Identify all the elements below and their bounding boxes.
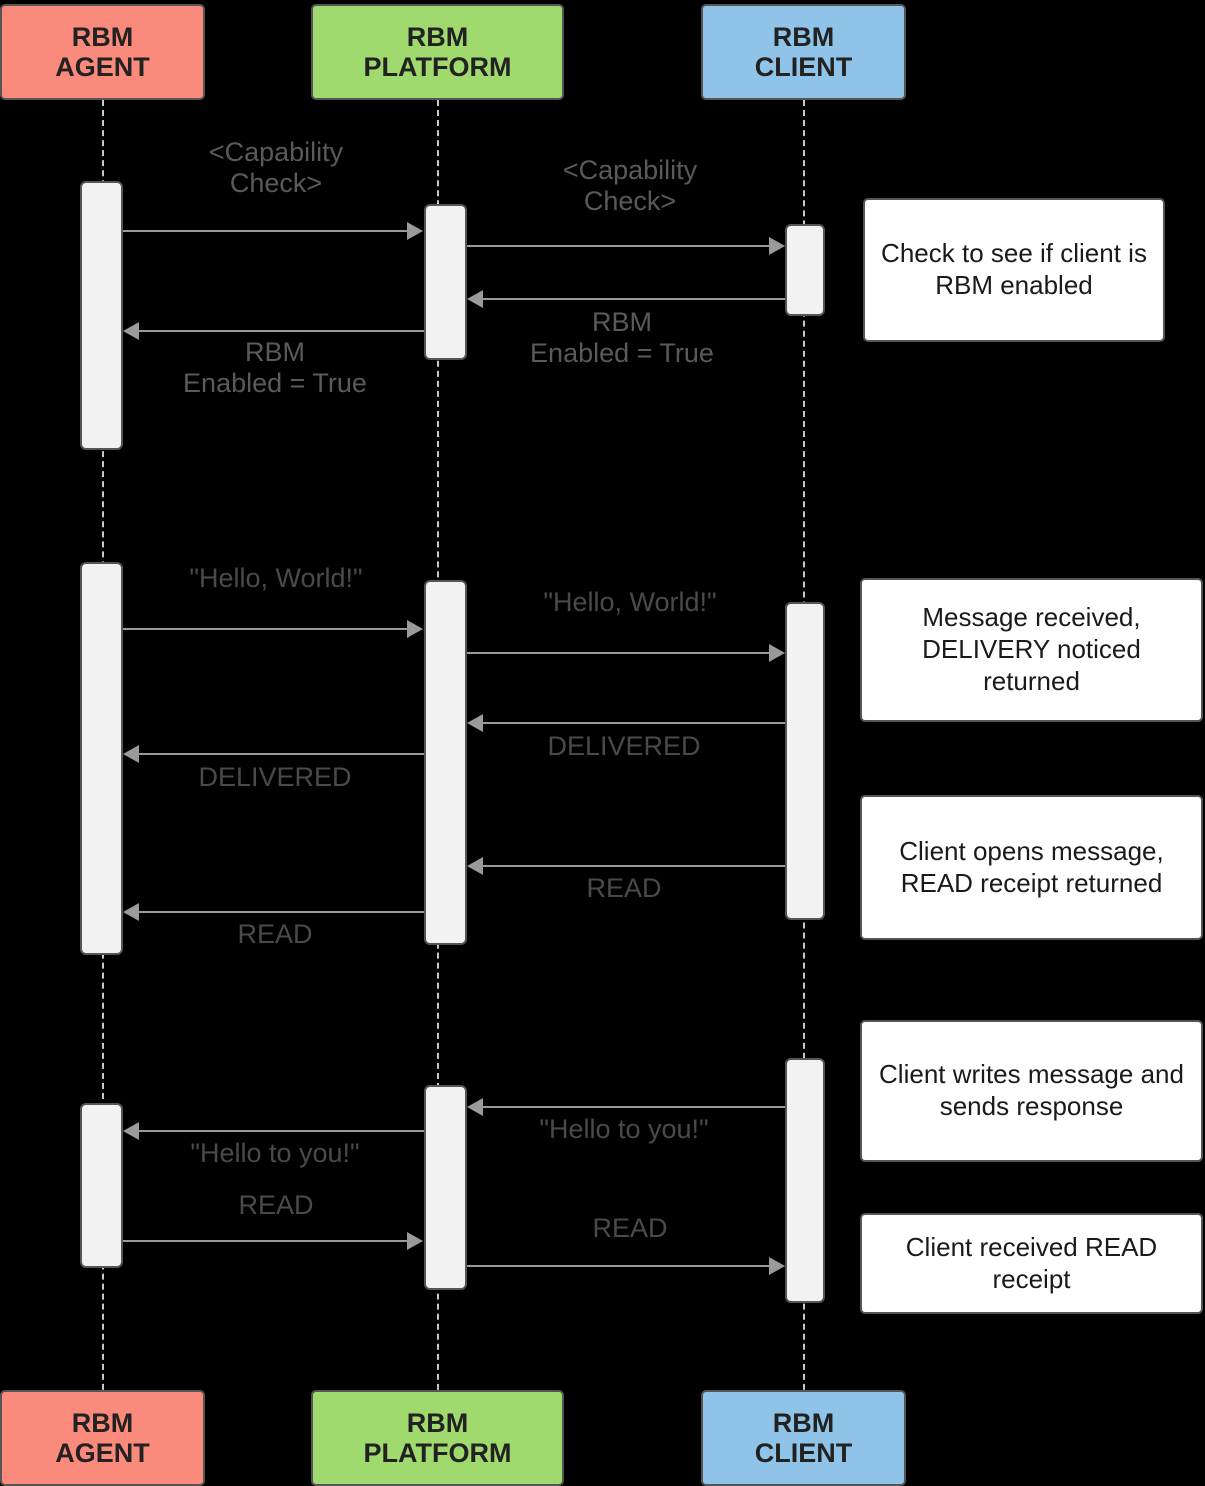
lifeline-footer-client[interactable]: RBM CLIENT (701, 1390, 906, 1486)
message-label-m3: RBM Enabled = True (530, 307, 714, 369)
message-line-m11 (483, 1106, 785, 1108)
message-line-m2 (467, 245, 770, 247)
message-label-m2: <Capability Check> (562, 155, 698, 217)
message-line-m10 (139, 911, 424, 913)
message-line-m3 (483, 298, 785, 300)
arrow-head-m11 (467, 1098, 483, 1116)
activation-bar-platform-3 (424, 1085, 467, 1290)
lifeline-footer-platform[interactable]: RBM PLATFORM (311, 1390, 564, 1486)
message-label-m14: READ (592, 1213, 668, 1243)
activation-bar-client-1 (785, 224, 825, 316)
arrow-head-m13 (407, 1232, 423, 1250)
arrow-head-m4 (123, 322, 139, 340)
message-line-m13 (123, 1240, 409, 1242)
message-line-m6 (467, 652, 770, 654)
activation-bar-agent-1 (80, 181, 123, 450)
arrow-head-m14 (769, 1257, 785, 1275)
message-line-m4 (139, 330, 424, 332)
arrow-head-m3 (467, 290, 483, 308)
lifeline-header-platform[interactable]: RBM PLATFORM (311, 4, 564, 100)
message-label-m5: "Hello, World!" (189, 563, 363, 593)
note-client-received-read-receipt[interactable]: Client received READ receipt (860, 1213, 1203, 1314)
message-label-m11: "Hello to you!" (539, 1114, 709, 1144)
lifeline-header-client[interactable]: RBM CLIENT (701, 4, 906, 100)
message-label-m6: "Hello, World!" (543, 587, 717, 617)
message-line-m9 (483, 865, 785, 867)
note-check-rbm-enabled[interactable]: Check to see if client is RBM enabled (863, 198, 1165, 342)
arrow-head-m10 (123, 903, 139, 921)
message-label-m7: DELIVERED (547, 731, 701, 761)
message-label-m8: DELIVERED (198, 762, 352, 792)
lifeline-header-agent[interactable]: RBM AGENT (0, 4, 205, 100)
note-client-writes-message[interactable]: Client writes message and sends response (860, 1020, 1203, 1162)
activation-bar-client-3 (785, 1058, 825, 1303)
message-label-m12: "Hello to you!" (190, 1138, 360, 1168)
arrow-head-m8 (123, 745, 139, 763)
message-line-m7 (483, 722, 785, 724)
arrow-head-m7 (467, 714, 483, 732)
activation-bar-platform-1 (424, 204, 467, 360)
message-line-m1 (123, 230, 409, 232)
lifeline-footer-agent[interactable]: RBM AGENT (0, 1390, 205, 1486)
activation-bar-platform-2 (424, 580, 467, 945)
arrow-head-m6 (769, 644, 785, 662)
message-label-m10: READ (237, 919, 313, 949)
arrow-head-m1 (407, 222, 423, 240)
arrow-head-m12 (123, 1122, 139, 1140)
message-line-m14 (467, 1265, 770, 1267)
note-message-received-delivery[interactable]: Message received, DELIVERY noticed retur… (860, 578, 1203, 722)
arrow-head-m5 (407, 620, 423, 638)
message-line-m12 (139, 1130, 424, 1132)
activation-bar-agent-3 (80, 1103, 123, 1268)
message-line-m5 (123, 628, 409, 630)
arrow-head-m9 (467, 857, 483, 875)
activation-bar-agent-2 (80, 562, 123, 955)
message-line-m8 (139, 753, 424, 755)
arrow-head-m2 (769, 237, 785, 255)
message-label-m9: READ (586, 873, 662, 903)
message-label-m4: RBM Enabled = True (183, 337, 367, 399)
activation-bar-client-2 (785, 602, 825, 920)
message-label-m13: READ (238, 1190, 314, 1220)
message-label-m1: <Capability Check> (208, 137, 344, 199)
note-client-opens-message[interactable]: Client opens message, READ receipt retur… (860, 795, 1203, 940)
